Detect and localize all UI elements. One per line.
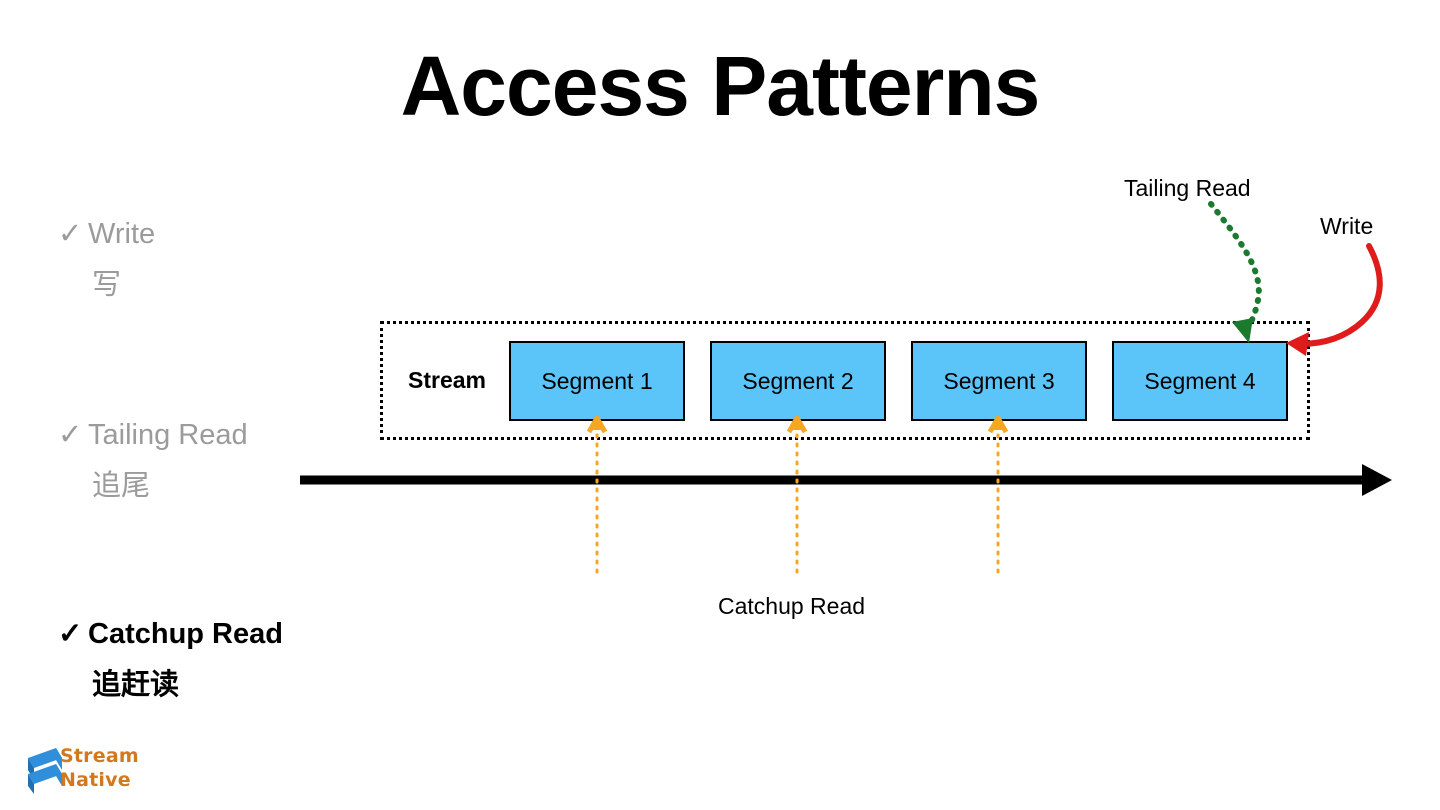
annotation-catchup-read: Catchup Read [718, 593, 866, 619]
annotation-tailing-read: Tailing Read [1124, 175, 1251, 201]
segment-box-2: Segment 2 [710, 341, 886, 421]
segment-box-3: Segment 3 [911, 341, 1087, 421]
stream-label: Stream [408, 367, 486, 393]
bullet-write-label: Write [88, 218, 156, 250]
streamnative-logo-icon [28, 748, 62, 794]
timeline-axis [300, 464, 1392, 496]
segment-box-1: Segment 1 [509, 341, 685, 421]
catchup-read-arrow-1 [586, 415, 608, 574]
bullet-item-tailing-read: ✓Tailing Read 追尾 [58, 421, 388, 501]
bullet-tailing-read-label: Tailing Read [88, 419, 248, 451]
bullet-catchup-read-label: Catchup Read [88, 618, 283, 650]
segment-box-4: Segment 4 [1112, 341, 1288, 421]
bullet-tailing-read-label-cn: 追尾 [92, 470, 151, 502]
logo-line-2: Native [60, 769, 131, 791]
stream-container [380, 321, 1310, 440]
bullet-catchup-read-row: ✓Catchup Read [58, 620, 388, 649]
check-icon: ✓ [58, 419, 83, 451]
bullet-write-row: ✓Write [58, 220, 388, 249]
bullet-write-label-cn: 写 [92, 269, 122, 301]
catchup-read-arrow-2 [786, 415, 808, 574]
page-title: Access Patterns [400, 39, 1041, 133]
bullet-item-catchup-read: ✓Catchup Read 追赶读 [58, 620, 388, 700]
bullet-tailing-read-row: ✓Tailing Read [58, 421, 388, 450]
bullet-catchup-read-label-cn: 追赶读 [92, 669, 180, 701]
logo-line-1: Stream [60, 745, 139, 767]
annotation-write: Write [1320, 213, 1374, 239]
bullet-item-write: ✓Write 写 [58, 220, 388, 300]
check-icon: ✓ [58, 218, 83, 250]
check-icon: ✓ [58, 618, 83, 650]
streamnative-logo-text: Stream Native [60, 744, 139, 792]
catchup-read-arrow-3 [987, 415, 1009, 574]
